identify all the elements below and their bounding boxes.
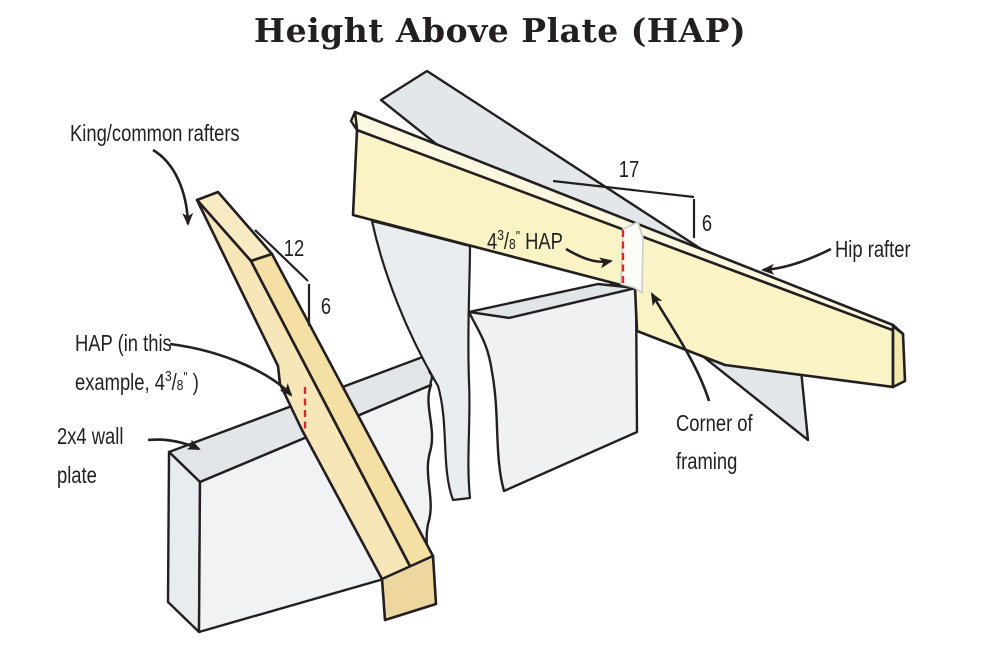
inch-mark-right: " (516, 228, 520, 245)
label-wall-plate-line2: plate (57, 463, 97, 488)
hip-rafter-peak-bevel (349, 110, 359, 132)
pitch-triangle-hip (552, 179, 696, 238)
arrow-wall-plate (147, 438, 201, 451)
pitch-slope-line-hip (552, 179, 695, 199)
fraction-denominator: 8 (177, 377, 184, 394)
fraction-numerator: 3 (165, 368, 172, 385)
hap-left-pre: example, 4 (75, 370, 165, 395)
hap-left-post: ) (188, 370, 199, 395)
callout-arrows (147, 148, 832, 451)
label-hip-rafter: Hip rafter (835, 237, 911, 262)
hip-rafter-tail-cut (891, 324, 907, 389)
label-hap-left-line1: HAP (in this (75, 331, 172, 356)
label-corner-line2: framing (676, 449, 737, 474)
dim-hip-slope-17: 17 (619, 157, 639, 182)
arrow-king-rafter (152, 148, 194, 226)
hip-rafter (349, 110, 907, 389)
arrow-hip-rafter (761, 247, 832, 275)
inch-mark: " (183, 369, 187, 386)
fraction-numerator-right: 3 (497, 227, 504, 244)
fraction-slash-right: / (504, 229, 509, 254)
pitch-slope-line-common (254, 229, 309, 282)
wall-plate-end-face (166, 450, 202, 634)
label-wall-plate-line1: 2x4 wall (57, 424, 123, 449)
wall-panel-torn (370, 219, 472, 502)
dim-common-slope-12: 12 (284, 236, 304, 261)
fraction-denominator-right: 8 (509, 236, 516, 253)
fraction-slash: / (172, 370, 177, 395)
arrow-hap-right (565, 247, 613, 269)
label-corner-line1: Corner of (676, 411, 753, 436)
dim-common-rise-6: 6 (321, 294, 331, 319)
arrow-hap-left (169, 342, 293, 397)
pitch-triangle-common (254, 229, 311, 326)
hap-right-pre: 4 (487, 229, 497, 254)
dim-hip-rise-6: 6 (702, 211, 712, 236)
label-hap-left-line2: example, 43/8" ) (75, 368, 199, 396)
diagram-title: Height Above Plate (HAP) (254, 11, 746, 50)
label-king-common-rafters: King/common rafters (70, 121, 240, 146)
birdsmouth-cut-face (620, 221, 644, 294)
common-rafter (195, 190, 438, 622)
hap-right-post: HAP (520, 229, 563, 254)
corner-block-front-face (467, 286, 639, 493)
corner-framing-block (467, 282, 639, 493)
label-hap-right: 43/8" HAP (487, 227, 563, 255)
arrow-corner-framing (650, 292, 711, 402)
common-rafter-tail-cut (380, 554, 438, 622)
